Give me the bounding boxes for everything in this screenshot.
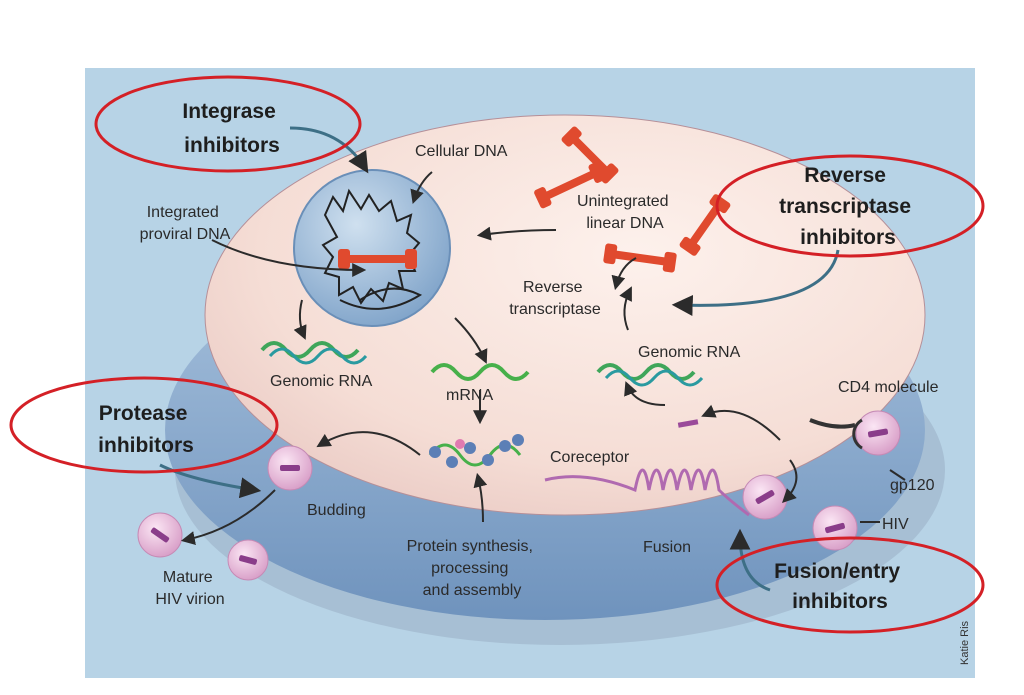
artist-credit: Katie Ris — [959, 620, 971, 665]
unintegrated-linear-dna-cluster — [534, 126, 731, 273]
label-gp120: gp120 — [890, 477, 935, 494]
label-fusion: Fusion — [643, 539, 691, 556]
svg-text:Integrase inhibitors: Integrase inhibitors — [182, 100, 281, 157]
budding-virion — [267, 445, 313, 491]
mature-virion-1 — [137, 512, 183, 558]
protein-cluster — [428, 434, 524, 468]
label-reverse-transcriptase: Reverse transcriptase — [509, 279, 601, 318]
mrna-strand — [430, 363, 530, 381]
fusion-entry-inhibitors-callout: Fusion/entry inhibitors — [715, 536, 985, 634]
cd4-bound-virion — [809, 410, 901, 456]
flow-arrows — [180, 171, 906, 545]
label-genomic-rna-left: Genomic RNA — [270, 373, 373, 390]
label-cellular-dna: Cellular DNA — [415, 143, 508, 160]
label-unintegrated-linear-dna: Unintegrated linear DNA — [577, 193, 673, 232]
label-integrated-proviral-dna: Integrated proviral DNA — [140, 204, 231, 243]
coreceptor-coil — [544, 468, 750, 517]
label-budding: Budding — [307, 502, 366, 519]
label-genomic-rna-right: Genomic RNA — [638, 344, 741, 361]
label-protein-synthesis: Protein synthesis, processing and assemb… — [407, 538, 538, 599]
inhibitor-arrows — [159, 126, 840, 592]
label-cd4-molecule: CD4 molecule — [838, 379, 939, 396]
label-hiv: HIV — [882, 516, 909, 533]
svg-text:Protease inhibitors: Protease inhibitors — [98, 402, 194, 457]
label-mrna: mRNA — [446, 387, 493, 404]
cellular-dna-strand — [321, 188, 421, 305]
label-coreceptor: Coreceptor — [550, 449, 630, 466]
reverse-transcriptase-inhibitors-callout: Reverse transcriptase inhibitors — [715, 154, 985, 258]
label-mature-hiv-virion: Mature HIV virion — [155, 569, 224, 608]
svg-text:Fusion/entry inhibitors: Fusion/entry inhibitors — [774, 560, 906, 613]
nucleus — [293, 169, 451, 327]
protease-inhibitors-callout: Protease inhibitors — [9, 376, 279, 474]
mature-virion-2 — [227, 539, 269, 581]
free-hiv-virion — [812, 505, 858, 551]
integrase-inhibitors-callout: Integrase inhibitors — [94, 75, 362, 173]
svg-text:Reverse transcriptase: Reverse transcriptase inhibitors — [779, 164, 917, 249]
fusion-virion — [742, 474, 788, 520]
